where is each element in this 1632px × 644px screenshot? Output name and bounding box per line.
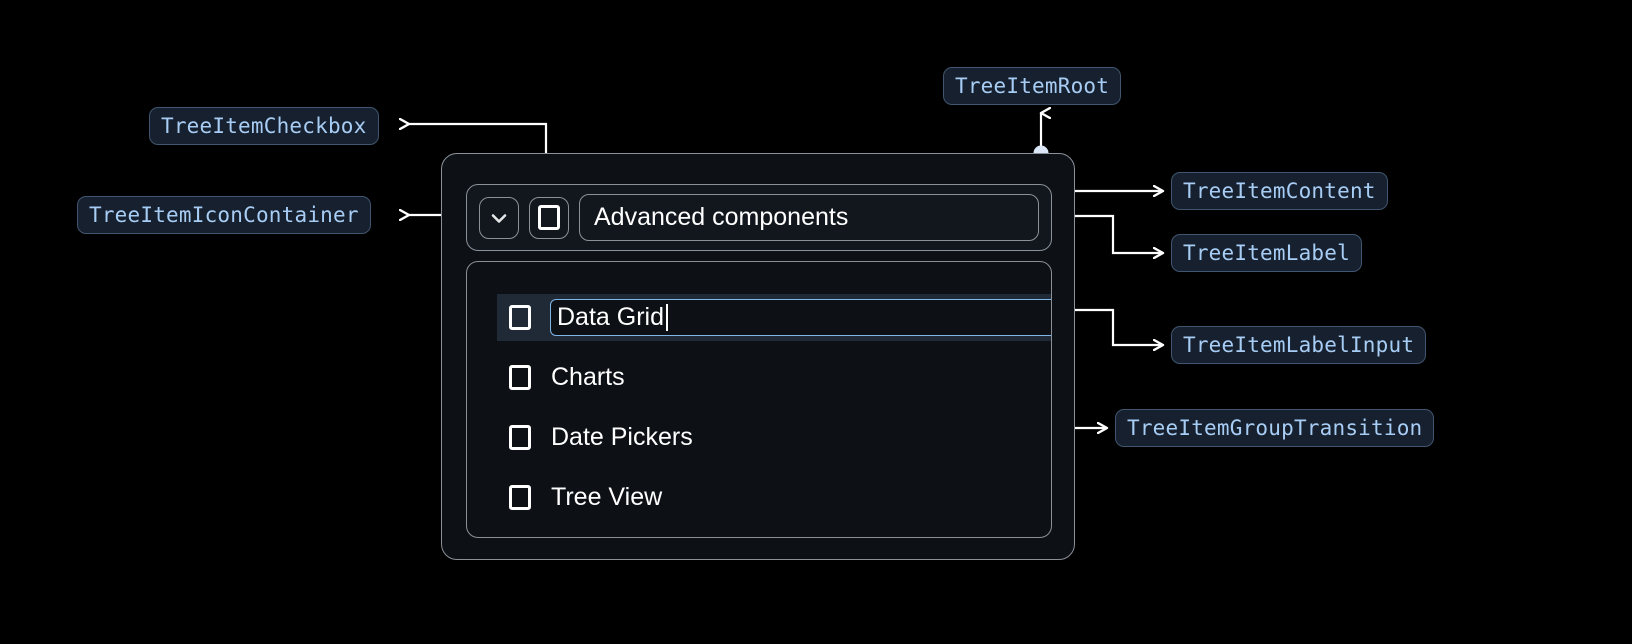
tree-item-label-charts: Charts bbox=[551, 363, 625, 391]
label-input-value: Data Grid bbox=[557, 303, 664, 331]
checkbox-square-icon bbox=[538, 205, 560, 230]
tree-item-root[interactable]: Advanced components Data Grid Charts Dat… bbox=[441, 153, 1075, 560]
tree-item-checkbox-data-grid[interactable] bbox=[509, 305, 531, 330]
tree-item-group-transition: Data Grid Charts Date Pickers Tree View bbox=[466, 261, 1052, 538]
tree-item-row-data-grid[interactable]: Data Grid bbox=[497, 294, 1051, 341]
tree-item-row-charts[interactable]: Charts bbox=[509, 354, 625, 401]
annotation-tree-item-content[interactable]: TreeItemContent bbox=[1171, 172, 1388, 210]
tree-item-row-date-pickers[interactable]: Date Pickers bbox=[509, 414, 693, 461]
annotation-tree-item-label-input[interactable]: TreeItemLabelInput bbox=[1171, 326, 1427, 364]
tree-item-checkbox-charts[interactable] bbox=[509, 365, 531, 390]
tree-item-content[interactable]: Advanced components bbox=[466, 184, 1052, 251]
tree-item-row-tree-view[interactable]: Tree View bbox=[509, 474, 662, 521]
annotation-tree-item-icon-container[interactable]: TreeItemIconContainer bbox=[77, 196, 371, 234]
tree-item-checkbox-date-pickers[interactable] bbox=[509, 425, 531, 450]
tree-item-label-tree-view: Tree View bbox=[551, 483, 663, 511]
chevron-down-icon bbox=[491, 213, 507, 223]
tree-item-checkbox[interactable] bbox=[529, 196, 569, 239]
tree-item-label-input[interactable]: Data Grid bbox=[550, 299, 1051, 336]
annotation-tree-item-root[interactable]: TreeItemRoot bbox=[943, 67, 1122, 105]
tree-item-checkbox-tree-view[interactable] bbox=[509, 485, 531, 510]
tree-item-label-date-pickers: Date Pickers bbox=[551, 423, 693, 451]
tree-item-icon-container[interactable] bbox=[479, 196, 519, 239]
annotation-tree-item-group-transition[interactable]: TreeItemGroupTransition bbox=[1115, 409, 1435, 447]
text-caret bbox=[665, 304, 668, 331]
annotation-tree-item-label[interactable]: TreeItemLabel bbox=[1171, 234, 1362, 272]
annotation-tree-item-checkbox[interactable]: TreeItemCheckbox bbox=[149, 107, 379, 145]
tree-item-label[interactable]: Advanced components bbox=[579, 194, 1039, 241]
